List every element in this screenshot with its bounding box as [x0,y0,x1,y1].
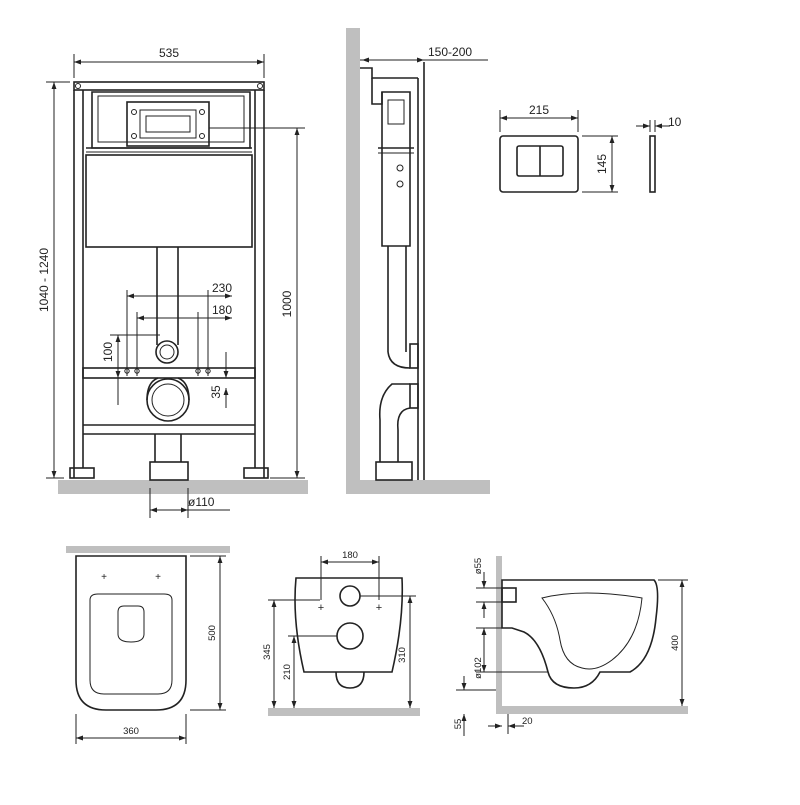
dim-bowl-length: 500 [207,625,218,641]
svg-text:+: + [101,572,107,583]
dim-bowl-width: 360 [123,726,139,737]
frame-front-view: 535 1040 - 1240 1000 230 180 100 35 [37,46,308,518]
dim-frame-height-range: 1040 - 1240 [37,248,51,312]
dim-inlet-height: 310 [397,647,408,663]
wall-top [66,546,230,553]
bowl-outline [75,555,187,711]
dim-plate-thickness: 10 [668,115,682,129]
bowl-side-outline [501,579,659,689]
dim-height-100: 100 [101,342,115,362]
bowl-top-view: + + 500 360 [66,546,230,744]
wall [346,28,360,492]
svg-text:+: + [155,572,161,583]
cistern [85,154,253,248]
dim-pipe-diameter: ø110 [188,495,215,509]
wall-side-bowl [496,556,502,706]
dim-bolt-height: 345 [262,644,273,660]
dim-frame-depth: 150-200 [428,45,472,59]
bowl-rear-outline [294,577,404,673]
flush-plate: 215 145 10 [499,103,682,193]
svg-text:+: + [376,602,382,614]
dim-outlet-height: 210 [282,664,293,680]
dim-frame-width: 535 [159,46,179,60]
dim-floor-gap: 55 [453,719,464,730]
floor-side-bowl [496,706,688,714]
dim-inlet-diameter: ø55 [473,558,484,574]
floor-rear [268,708,420,716]
dim-plate-width: 215 [529,103,549,117]
plate-thickness-profile [649,135,656,193]
bowl-rear-view: + + 180 345 210 310 [262,550,420,716]
svg-text:+: + [318,602,324,614]
dim-spacing-180: 180 [212,303,232,317]
dim-frame-height: 1000 [280,290,294,317]
frame-side-view: 150-200 [346,28,490,494]
cistern-side [381,91,411,247]
dim-wall-offset: 20 [522,716,533,727]
floor-line [58,480,308,494]
flush-opening [126,101,210,147]
dim-bowl-bolt-spacing: 180 [342,550,358,561]
floor-side [346,480,490,494]
dim-bowl-height: 400 [670,635,681,651]
dim-outlet-diameter: ø102 [473,657,484,679]
dim-plate-height: 145 [595,154,609,174]
bowl-side-view: ø55 ø102 400 55 20 [453,556,688,736]
dim-height-35: 35 [209,385,223,399]
dim-spacing-230: 230 [212,281,232,295]
